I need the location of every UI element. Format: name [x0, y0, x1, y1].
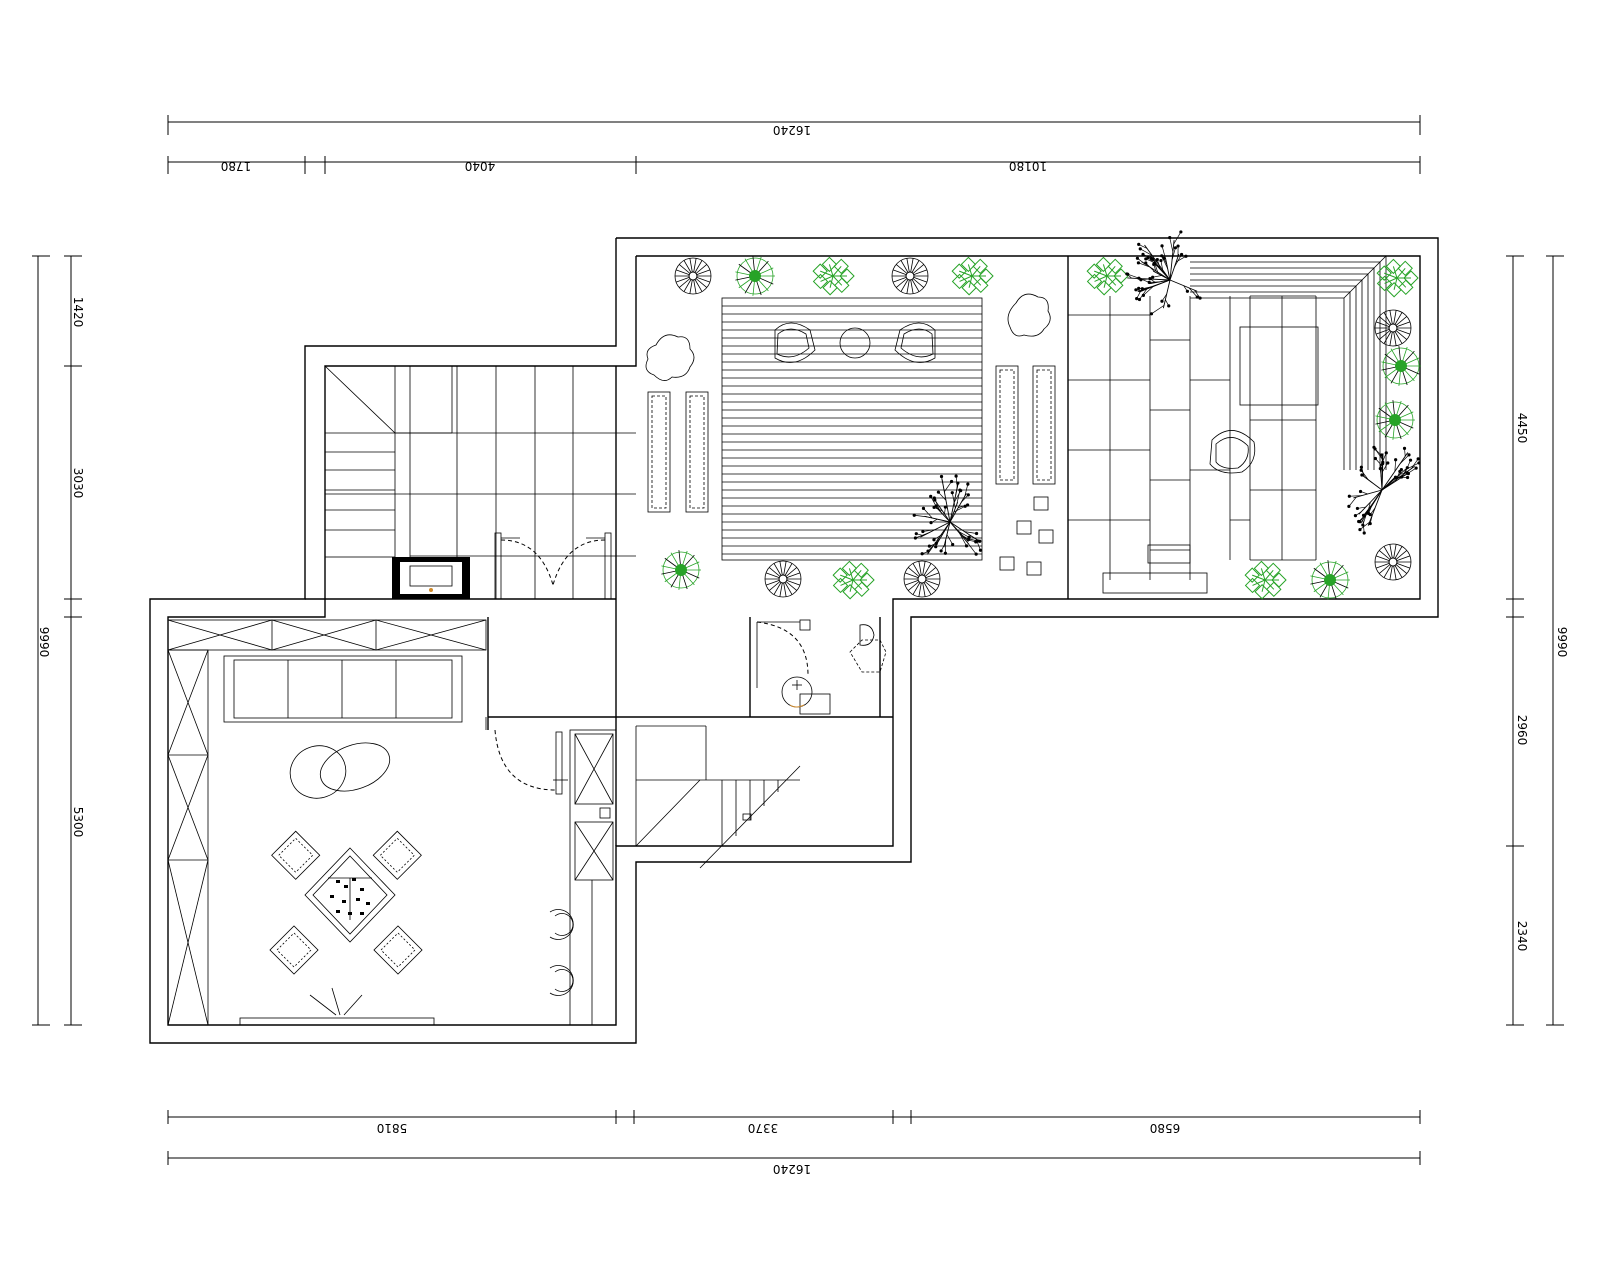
- sofa: [223, 655, 463, 723]
- shrub-icon: [1376, 258, 1419, 298]
- dim-right-overall: 9990: [1555, 627, 1569, 658]
- staircase-lower: [635, 725, 801, 869]
- garden-benches: [1102, 544, 1208, 594]
- tree-icon: [1125, 230, 1202, 316]
- dim-right-seg-3: 2340: [1515, 921, 1529, 952]
- dim-left-seg-1: 1420: [71, 297, 85, 328]
- plants-green: [661, 256, 1421, 600]
- dim-bottom-overall: 16240: [773, 1162, 811, 1176]
- deck-chairs: [774, 322, 936, 363]
- staircase-upper: [324, 365, 453, 558]
- living-room: [167, 619, 487, 1026]
- benches-right: [995, 365, 1056, 485]
- living-room-door: [485, 717, 568, 795]
- shrub-icon: [1244, 560, 1287, 600]
- bathroom: [756, 619, 887, 715]
- dim-bottom-seg-3: 6580: [1150, 1121, 1181, 1135]
- garden-table: [1239, 326, 1319, 406]
- dim-left-overall: 9990: [37, 627, 51, 658]
- tree-icon: [912, 474, 983, 556]
- benches-left: [647, 391, 709, 513]
- plants-leafy: [812, 256, 1419, 600]
- plants-dark: [674, 257, 1412, 598]
- shrub-icon: [1086, 256, 1129, 296]
- dimension-bottom: 5810 3370 6580 16240: [167, 1110, 1421, 1176]
- dimension-top: 16240 1780 4040 10180: [167, 115, 1421, 174]
- tile-floor-left: [325, 366, 636, 599]
- shrub-icon: [812, 256, 855, 296]
- dim-bottom-seg-1: 5810: [377, 1121, 408, 1135]
- double-door: [494, 532, 612, 600]
- dim-top-seg-2: 4040: [465, 159, 496, 173]
- tv-console: [239, 987, 435, 1026]
- garden-chair: [1209, 430, 1256, 474]
- dim-top-seg-1: 1780: [221, 159, 252, 173]
- dimension-right: 4450 2960 2340 9990: [1506, 255, 1569, 1026]
- shrub-icon: [832, 560, 875, 600]
- fireplace: [392, 557, 470, 599]
- storage-cabinets: [569, 729, 617, 1026]
- dim-right-seg-1: 4450: [1515, 413, 1529, 444]
- dim-bottom-seg-2: 3370: [748, 1121, 779, 1135]
- dimension-left: 9990 1420 3030 5300: [32, 255, 85, 1026]
- steps-corner: [1190, 255, 1387, 470]
- dim-right-seg-2: 2960: [1515, 715, 1529, 746]
- dim-top-overall: 16240: [773, 123, 811, 137]
- rocks: [645, 293, 1051, 381]
- dim-left-seg-3: 5300: [71, 807, 85, 838]
- coffee-tables: [289, 742, 391, 799]
- shrub-icon: [951, 256, 994, 296]
- mahjong-table: [269, 830, 423, 975]
- tree-icon: [1347, 445, 1421, 535]
- stepping-stones: [999, 496, 1054, 576]
- tile-floor-right: [1068, 295, 1317, 580]
- bar-stools: [549, 909, 574, 996]
- trees: [912, 230, 1421, 556]
- dim-left-seg-2: 3030: [71, 468, 85, 499]
- dim-top-seg-3: 10180: [1009, 159, 1047, 173]
- wooden-deck: [721, 297, 983, 561]
